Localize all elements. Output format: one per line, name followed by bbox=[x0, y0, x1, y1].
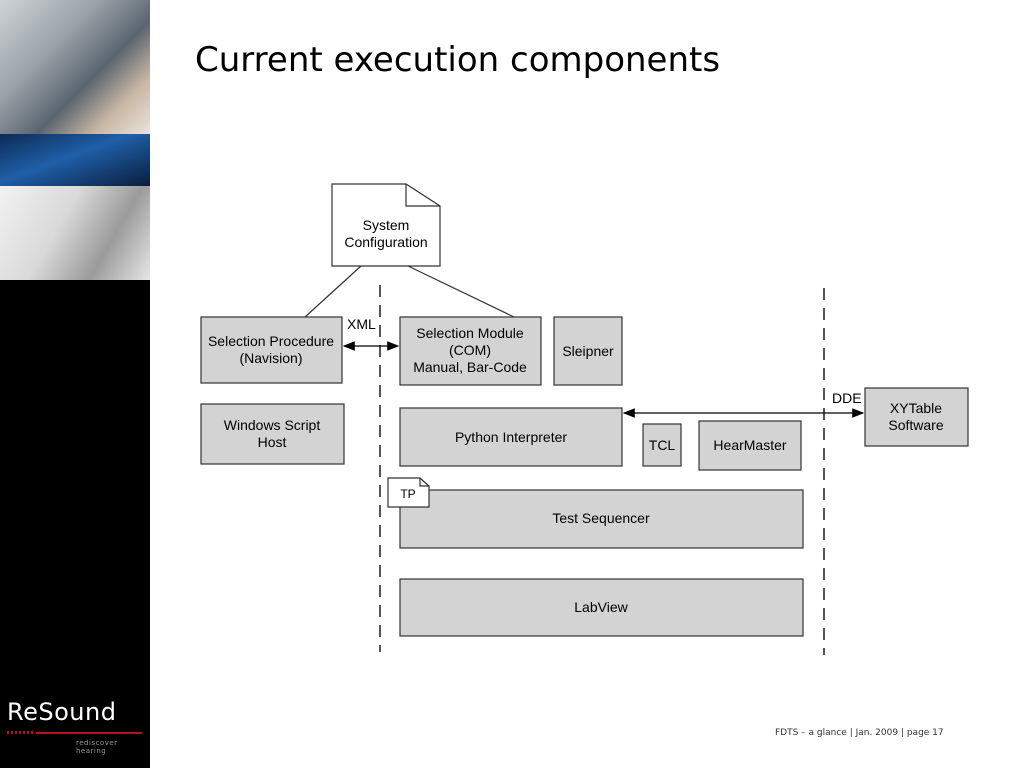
selection-module-box: Selection Module (COM) Manual, Bar-Code bbox=[399, 316, 542, 386]
logo-dots bbox=[7, 731, 33, 734]
xytable-software-box: XYTable Software bbox=[864, 387, 969, 447]
tp-doc: TP bbox=[387, 477, 430, 508]
selection-module-line3: Manual, Bar-Code bbox=[413, 359, 527, 375]
labview-label: LabView bbox=[574, 599, 628, 615]
sleipner-label: Sleipner bbox=[562, 343, 614, 359]
resound-logo: ReSound bbox=[7, 698, 117, 726]
selection-module-line2: (COM) bbox=[449, 342, 491, 358]
photo-blue-abstract bbox=[0, 134, 150, 186]
photo-smiling-woman bbox=[0, 186, 150, 280]
photo-man-on-phone bbox=[0, 0, 150, 134]
selection-procedure-line2: (Navision) bbox=[239, 350, 302, 366]
selection-module-line1: Selection Module bbox=[416, 325, 524, 341]
tp-label: TP bbox=[400, 487, 415, 501]
selection-procedure-box: Selection Procedure (Navision) bbox=[200, 316, 343, 384]
test-sequencer-label: Test Sequencer bbox=[552, 510, 650, 526]
dde-label: DDE bbox=[832, 390, 862, 406]
hearmaster-box: HearMaster bbox=[698, 420, 802, 471]
python-interpreter-label: Python Interpreter bbox=[455, 429, 567, 445]
test-sequencer-box: Test Sequencer bbox=[399, 489, 804, 549]
config-to-procedure-line bbox=[304, 265, 362, 318]
windows-script-host-line1: Windows Script bbox=[224, 417, 321, 433]
system-configuration-doc: System Configuration bbox=[331, 183, 441, 267]
xytable-software-line1: XYTable bbox=[890, 400, 942, 416]
hearmaster-label: HearMaster bbox=[713, 437, 786, 453]
system-configuration-line1: System bbox=[363, 217, 410, 233]
tcl-box: TCL bbox=[642, 423, 682, 467]
windows-script-host-line2: Host bbox=[258, 434, 287, 450]
logo-underline bbox=[36, 732, 142, 734]
selection-procedure-line1: Selection Procedure bbox=[208, 333, 334, 349]
xytable-software-line2: Software bbox=[888, 417, 943, 433]
tcl-label: TCL bbox=[649, 437, 676, 453]
labview-box: LabView bbox=[399, 578, 804, 637]
python-interpreter-box: Python Interpreter bbox=[399, 407, 623, 467]
system-configuration-line2: Configuration bbox=[344, 234, 427, 250]
windows-script-host-box: Windows Script Host bbox=[200, 403, 345, 465]
logo-tagline: rediscover hearing bbox=[76, 739, 118, 755]
sleipner-box: Sleipner bbox=[553, 316, 623, 386]
config-to-module-line bbox=[407, 265, 515, 318]
xml-label: XML bbox=[347, 316, 376, 332]
sidebar: ReSound rediscover hearing bbox=[0, 0, 150, 768]
slide-title: Current execution components bbox=[195, 40, 721, 80]
slide-footer: FDTS – a glance | Jan. 2009 | page 17 bbox=[775, 728, 944, 738]
